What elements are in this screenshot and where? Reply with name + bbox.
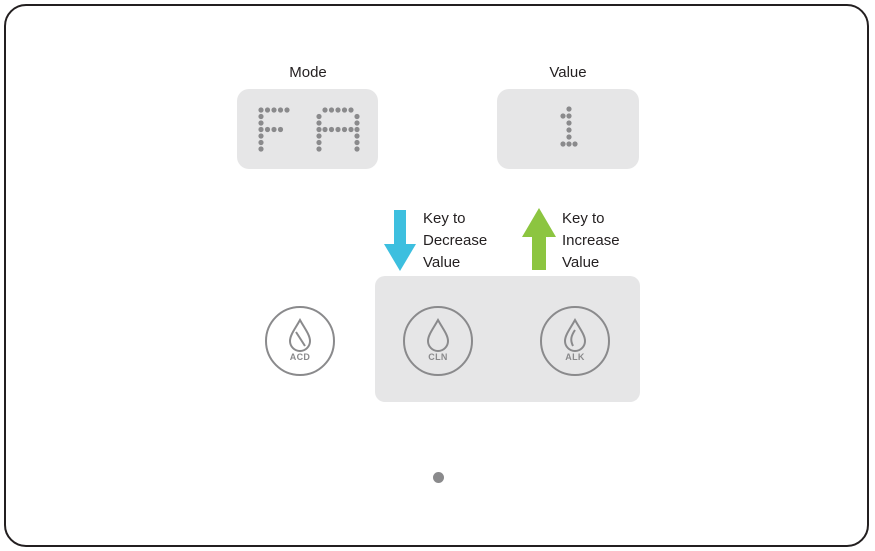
- increase-arrow-icon: [522, 208, 556, 270]
- acd-button[interactable]: ACD: [265, 306, 335, 376]
- increase-caption-line2: Increase: [562, 232, 620, 249]
- cln-button[interactable]: CLN: [403, 306, 473, 376]
- value-display: [497, 89, 639, 169]
- value-dot-matrix: [560, 106, 578, 147]
- increase-caption: Key to Increase Value: [562, 208, 620, 274]
- alk-label: ALK: [565, 352, 585, 362]
- mode-display: [237, 89, 378, 169]
- decrease-caption-line1: Key to: [423, 210, 466, 227]
- increase-caption-line3: Value: [562, 254, 600, 271]
- decrease-arrow-icon: [384, 210, 416, 271]
- cln-label: CLN: [428, 352, 448, 362]
- alk-button[interactable]: ALK: [540, 306, 610, 376]
- value-label: Value: [549, 64, 587, 81]
- decrease-caption-line3: Value: [423, 254, 461, 271]
- drop-icon: [426, 317, 450, 352]
- decrease-caption: Key to Decrease Value: [423, 208, 487, 274]
- indicator-light: [433, 472, 444, 483]
- increase-caption-line1: Key to: [562, 210, 605, 227]
- decrease-caption-line2: Decrease: [423, 232, 488, 249]
- mode-dot-matrix: [258, 107, 360, 152]
- drop-with-line-icon: [288, 317, 312, 352]
- device-panel: [4, 4, 869, 547]
- acd-label: ACD: [289, 352, 311, 362]
- mode-label: Mode: [289, 64, 327, 81]
- drop-with-curve-icon: [563, 317, 587, 352]
